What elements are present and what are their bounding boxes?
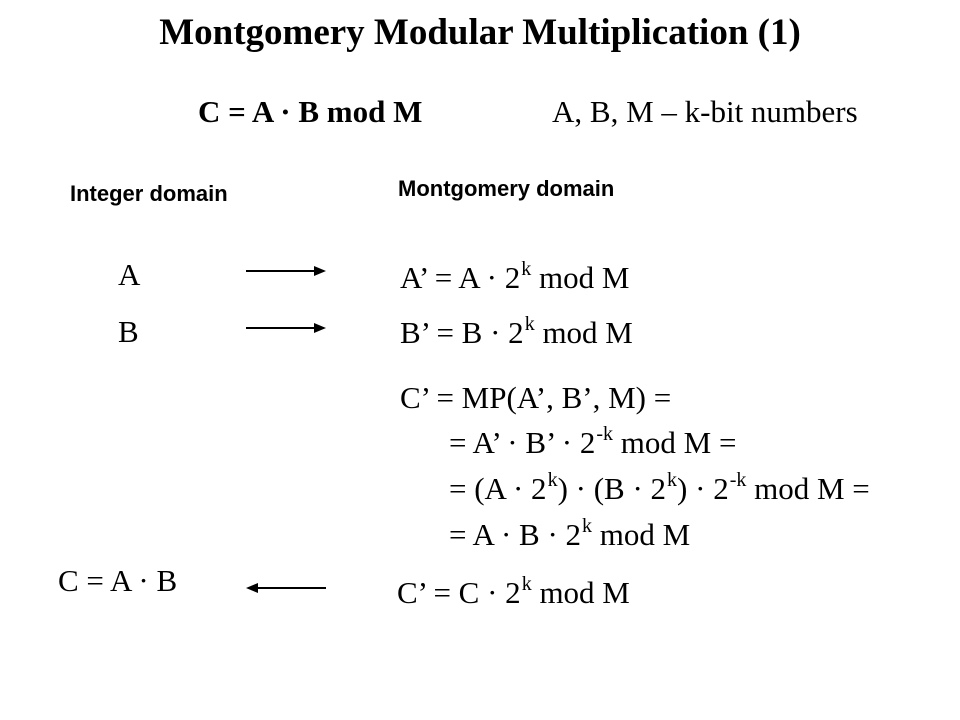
c-prime-final: C’ = C · 2k mod M [397, 573, 630, 610]
integer-a: A [118, 257, 141, 292]
integer-domain-heading: Integer domain [70, 181, 228, 206]
c-prime-line-2: = A’ · B’ · 2-k mod M = [449, 423, 737, 460]
montgomery-domain-heading: Montgomery domain [398, 176, 615, 201]
montgomery-b-prime: B’ = B · 2k mod M [400, 313, 633, 350]
montgomery-a-prime: A’ = A · 2k mod M [400, 258, 630, 295]
c-prime-line-3: = (A · 2k) · (B · 2k) · 2-k mod M = [449, 469, 870, 506]
arrow-a-to-montgomery [246, 266, 326, 276]
c-prime-line-1: C’ = MP(A’, B’, M) = [400, 380, 672, 415]
arrow-b-to-montgomery [246, 323, 326, 333]
arrow-montgomery-to-c [246, 583, 326, 593]
main-formula: C = A · B mod M [198, 94, 423, 129]
integer-b: B [118, 314, 139, 349]
bit-length-note: A, B, M – k-bit numbers [552, 94, 858, 129]
c-prime-line-4: = A · B · 2k mod M [449, 515, 691, 552]
page-title: Montgomery Modular Multiplication (1) [159, 12, 801, 53]
integer-c-product: C = A · B [58, 563, 178, 598]
